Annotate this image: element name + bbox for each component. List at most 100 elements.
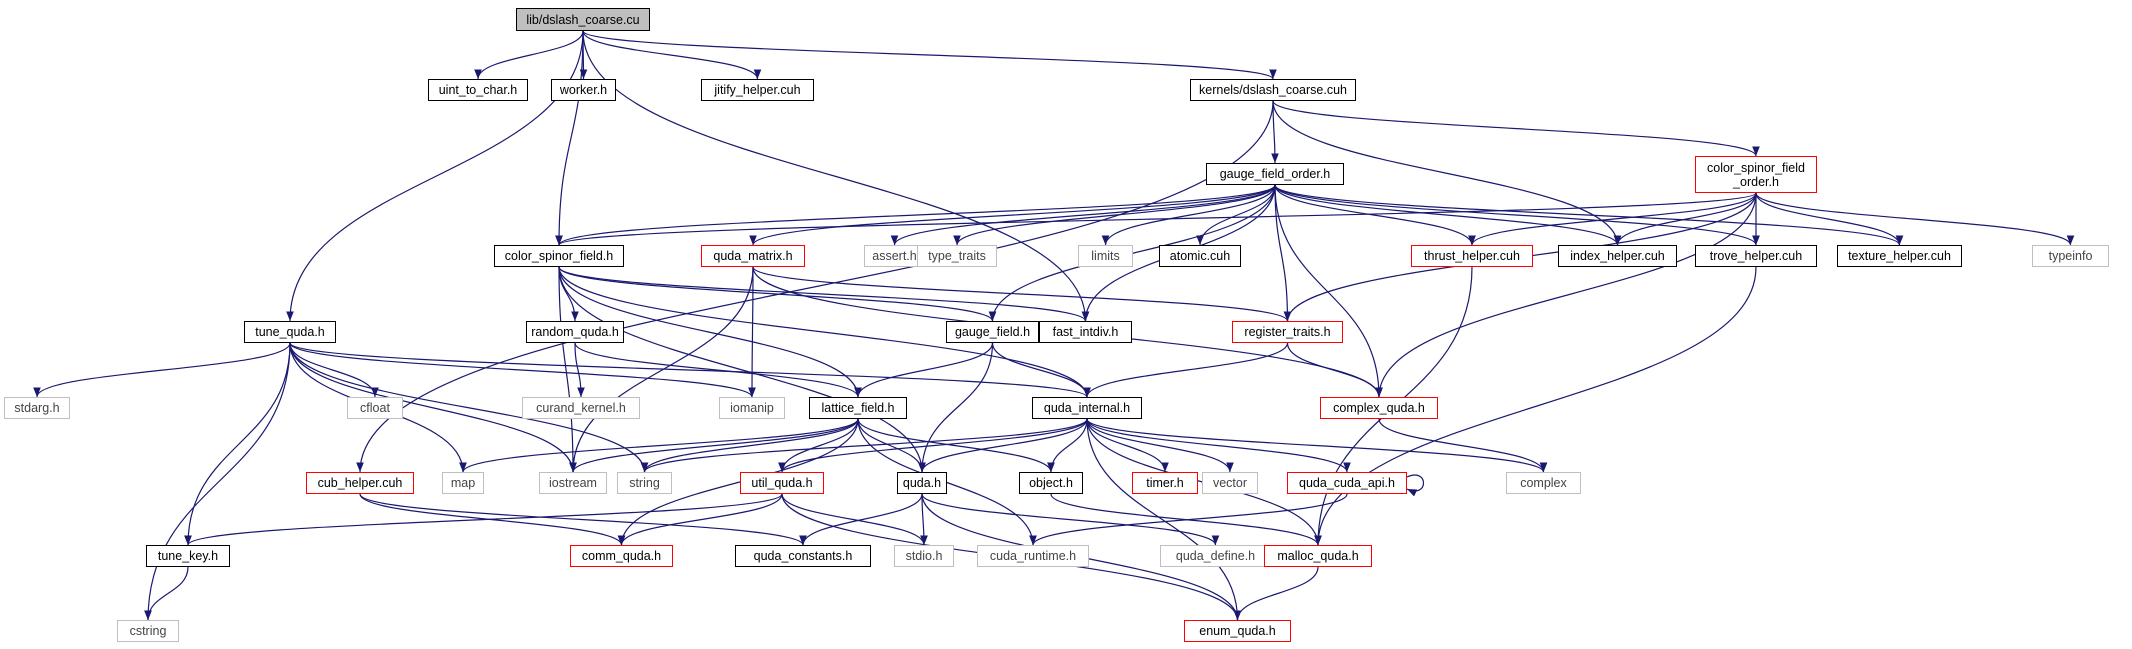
node-lattice-field[interactable]: lattice_field.h	[809, 397, 907, 419]
edge-color-spinor-field-order-to-complex-quda	[1375, 192, 1757, 398]
edge-gauge-field-order-to-quda-matrix	[749, 184, 1276, 246]
edge-color-spinor-field-to-lattice-field	[558, 266, 862, 398]
edge-quda-internal-to-quda-cuda-api	[1086, 418, 1351, 473]
node-timer[interactable]: timer.h	[1132, 472, 1198, 494]
node-complex: complex	[1506, 472, 1581, 494]
node-color-spinor-field[interactable]: color_spinor_field.h	[494, 245, 624, 267]
node-typeinfo: typeinfo	[2032, 245, 2109, 267]
node-quda-matrix[interactable]: quda_matrix.h	[701, 245, 805, 267]
edge-color-spinor-field-to-quda	[558, 266, 926, 473]
node-jitify-helper[interactable]: jitify_helper.cuh	[701, 79, 814, 101]
edge-gauge-field-order-to-index-helper	[1274, 184, 1622, 246]
node-trove-helper[interactable]: trove_helper.cuh	[1695, 245, 1817, 267]
node-quda-cuda-api[interactable]: quda_cuda_api.h	[1287, 472, 1407, 494]
edge-root-to-kernels-dslash-coarse	[582, 30, 1277, 80]
edge-root-to-jitify-helper	[582, 30, 762, 80]
edge-gauge-field-order-to-register-traits	[1274, 184, 1292, 322]
edge-color-spinor-field-order-to-index-helper	[1613, 192, 1757, 246]
node-cuda-runtime: cuda_runtime.h	[977, 545, 1089, 567]
node-type-traits: type_traits	[917, 245, 997, 267]
edge-tune-key-to-cstring	[144, 566, 189, 621]
edge-gauge-field-order-to-assert	[890, 184, 1276, 246]
node-string: string	[617, 472, 672, 494]
edge-gauge-field-to-lattice-field	[854, 342, 994, 398]
node-kernels-dslash-coarse[interactable]: kernels/dslash_coarse.cuh	[1190, 79, 1356, 101]
edge-gauge-field-order-to-atomic	[1196, 184, 1276, 246]
node-util-quda[interactable]: util_quda.h	[740, 472, 824, 494]
node-texture-helper[interactable]: texture_helper.cuh	[1837, 245, 1962, 267]
node-curand-kernel: curand_kernel.h	[522, 397, 640, 419]
edge-color-spinor-field-order-to-color-spinor-field	[555, 192, 1757, 246]
edge-color-spinor-field-to-iostream	[558, 266, 577, 473]
edge-tune-quda-to-quda-internal	[289, 342, 1091, 398]
node-stdarg: stdarg.h	[4, 397, 70, 419]
node-enum-quda[interactable]: enum_quda.h	[1184, 620, 1291, 642]
edge-register-traits-to-quda-internal	[1083, 342, 1289, 398]
node-iostream: iostream	[539, 472, 607, 494]
node-stdio: stdio.h	[894, 545, 954, 567]
edge-quda-to-quda-constants	[799, 493, 923, 546]
node-color-spinor-field-order[interactable]: color_spinor_field _order.h	[1695, 156, 1817, 193]
edge-kernels-dslash-coarse-to-color-spinor-field-order	[1272, 100, 1760, 157]
node-thrust-helper[interactable]: thrust_helper.cuh	[1411, 245, 1533, 267]
edge-quda-internal-to-string	[640, 418, 1088, 473]
node-vector: vector	[1202, 472, 1258, 494]
edge-complex-quda-to-complex	[1378, 418, 1548, 473]
edge-quda-cuda-api-to-quda-cuda-api	[1406, 474, 1424, 497]
node-quda-internal[interactable]: quda_internal.h	[1032, 397, 1142, 419]
edge-tune-quda-to-string	[289, 342, 649, 473]
edge-tune-quda-to-iomanip	[289, 342, 756, 398]
node-malloc-quda[interactable]: malloc_quda.h	[1264, 545, 1372, 567]
edge-lattice-field-to-iostream	[569, 418, 859, 473]
edge-util-quda-to-stdio	[781, 493, 928, 546]
edge-quda-internal-to-object	[1047, 418, 1088, 473]
node-gauge-field[interactable]: gauge_field.h	[946, 321, 1039, 343]
edge-lattice-field-to-object	[857, 418, 1055, 473]
edge-random-quda-to-lattice-field	[574, 342, 862, 398]
node-atomic[interactable]: atomic.cuh	[1159, 245, 1241, 267]
edge-tune-quda-to-iostream	[289, 342, 577, 473]
node-tune-quda[interactable]: tune_quda.h	[244, 321, 336, 343]
edge-random-quda-to-curand-kernel	[574, 342, 585, 398]
edge-color-spinor-field-order-to-texture-helper	[1755, 192, 1904, 246]
edge-malloc-quda-to-enum-quda	[1233, 566, 1319, 621]
node-uint-to-char[interactable]: uint_to_char.h	[428, 79, 528, 101]
node-gauge-field-order[interactable]: gauge_field_order.h	[1206, 163, 1344, 185]
edge-gauge-field-order-to-color-spinor-field	[555, 184, 1276, 246]
node-comm-quda[interactable]: comm_quda.h	[570, 545, 673, 567]
edge-lattice-field-to-string	[640, 418, 859, 473]
edge-quda-internal-to-util-quda	[778, 418, 1088, 473]
edge-gauge-field-order-to-type-traits	[953, 184, 1276, 246]
edge-color-spinor-field-to-gauge-field	[558, 266, 997, 322]
node-root[interactable]: lib/dslash_coarse.cu	[516, 8, 650, 31]
node-assert: assert.h	[864, 245, 925, 267]
node-complex-quda[interactable]: complex_quda.h	[1320, 397, 1438, 419]
edge-gauge-field-to-quda	[918, 342, 994, 473]
edge-kernels-dslash-coarse-to-index-helper	[1272, 100, 1622, 246]
edge-root-to-fast-intdiv	[582, 30, 1090, 322]
edge-color-spinor-field-order-to-typeinfo	[1755, 192, 2075, 246]
node-fast-intdiv[interactable]: fast_intdiv.h	[1039, 321, 1132, 343]
node-quda-constants[interactable]: quda_constants.h	[735, 545, 871, 567]
edge-quda-internal-to-complex	[1086, 418, 1548, 473]
node-cub-helper[interactable]: cub_helper.cuh	[306, 472, 414, 494]
edge-quda-cuda-api-to-cuda-runtime	[1029, 493, 1348, 546]
node-index-helper[interactable]: index_helper.cuh	[1558, 245, 1677, 267]
node-register-traits[interactable]: register_traits.h	[1232, 321, 1343, 343]
node-quda[interactable]: quda.h	[897, 472, 947, 494]
edge-gauge-field-order-to-thrust-helper	[1274, 184, 1476, 246]
edge-tune-quda-to-tune-key	[184, 342, 291, 546]
edge-quda-internal-to-timer	[1086, 418, 1169, 473]
edge-gauge-field-order-to-limits	[1101, 184, 1276, 246]
node-tune-key[interactable]: tune_key.h	[146, 545, 230, 567]
node-random-quda[interactable]: random_quda.h	[526, 321, 624, 343]
edge-quda-internal-to-vector	[1086, 418, 1234, 473]
node-cfloat: cfloat	[347, 397, 403, 419]
edge-gauge-field-to-quda-internal	[991, 342, 1091, 398]
node-worker[interactable]: worker.h	[551, 79, 616, 101]
edge-quda-internal-to-quda	[918, 418, 1088, 473]
edge-cub-helper-to-quda-constants	[359, 493, 807, 546]
edge-root-to-tune-quda	[286, 30, 584, 322]
node-object[interactable]: object.h	[1019, 472, 1083, 494]
